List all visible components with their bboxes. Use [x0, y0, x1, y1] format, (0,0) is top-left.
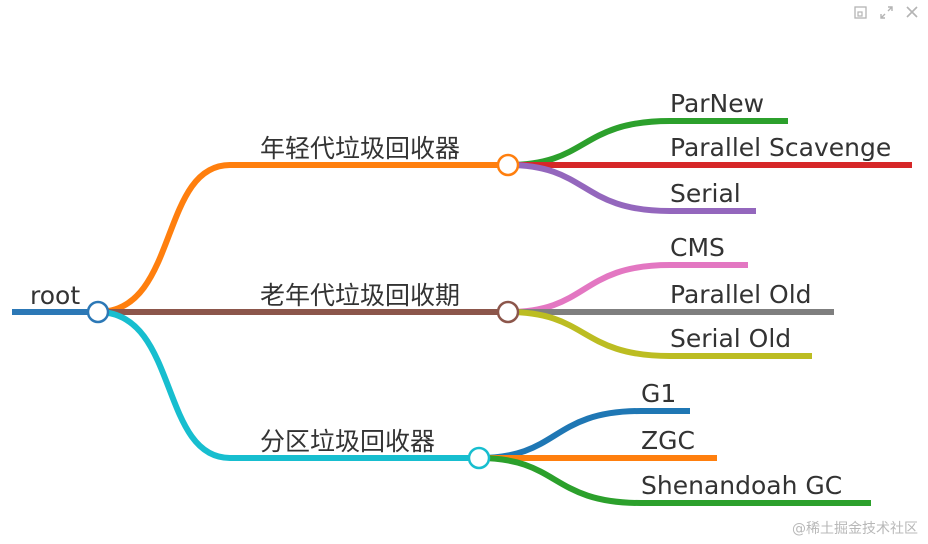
branch-label-1[interactable]: 年轻代垃圾回收器 [260, 134, 460, 163]
fullscreen-icon[interactable] [878, 4, 894, 20]
branch-label-3[interactable]: 分区垃圾回收器 [260, 427, 435, 456]
leaf-label-3-3[interactable]: Shenandoah GC [641, 471, 842, 500]
mindmap-nodes [86, 153, 520, 470]
root-node[interactable] [86, 300, 110, 324]
watermark: @稀土掘金技术社区 [792, 521, 918, 537]
toolbar [852, 4, 920, 20]
leaf-label-1-1[interactable]: ParNew [670, 89, 764, 118]
leaf-link-1-3 [507, 162, 756, 214]
leaf-label-3-1[interactable]: G1 [641, 379, 676, 408]
leaf-label-3-2[interactable]: ZGC [641, 426, 695, 455]
mindmap-links [12, 118, 912, 506]
leaf-label-2-3[interactable]: Serial Old [670, 324, 791, 353]
leaf-link-2-3 [507, 309, 812, 359]
branch-link-3 [95, 309, 482, 461]
leaf-label-2-2[interactable]: Parallel Old [670, 280, 812, 309]
branch-node-1[interactable] [496, 153, 520, 177]
branch-node-3[interactable] [467, 446, 491, 470]
fit-view-icon[interactable] [852, 4, 868, 20]
leaf-label-1-2[interactable]: Parallel Scavenge [670, 133, 891, 162]
leaf-link-3-3 [478, 455, 871, 506]
root-label: root [30, 281, 80, 310]
branch-node-2[interactable] [496, 300, 520, 324]
leaf-label-2-1[interactable]: CMS [670, 233, 725, 262]
close-icon[interactable] [904, 4, 920, 20]
branch-link-1 [95, 162, 511, 315]
branch-label-2[interactable]: 老年代垃圾回收期 [260, 281, 460, 310]
leaf-label-1-3[interactable]: Serial [670, 179, 741, 208]
